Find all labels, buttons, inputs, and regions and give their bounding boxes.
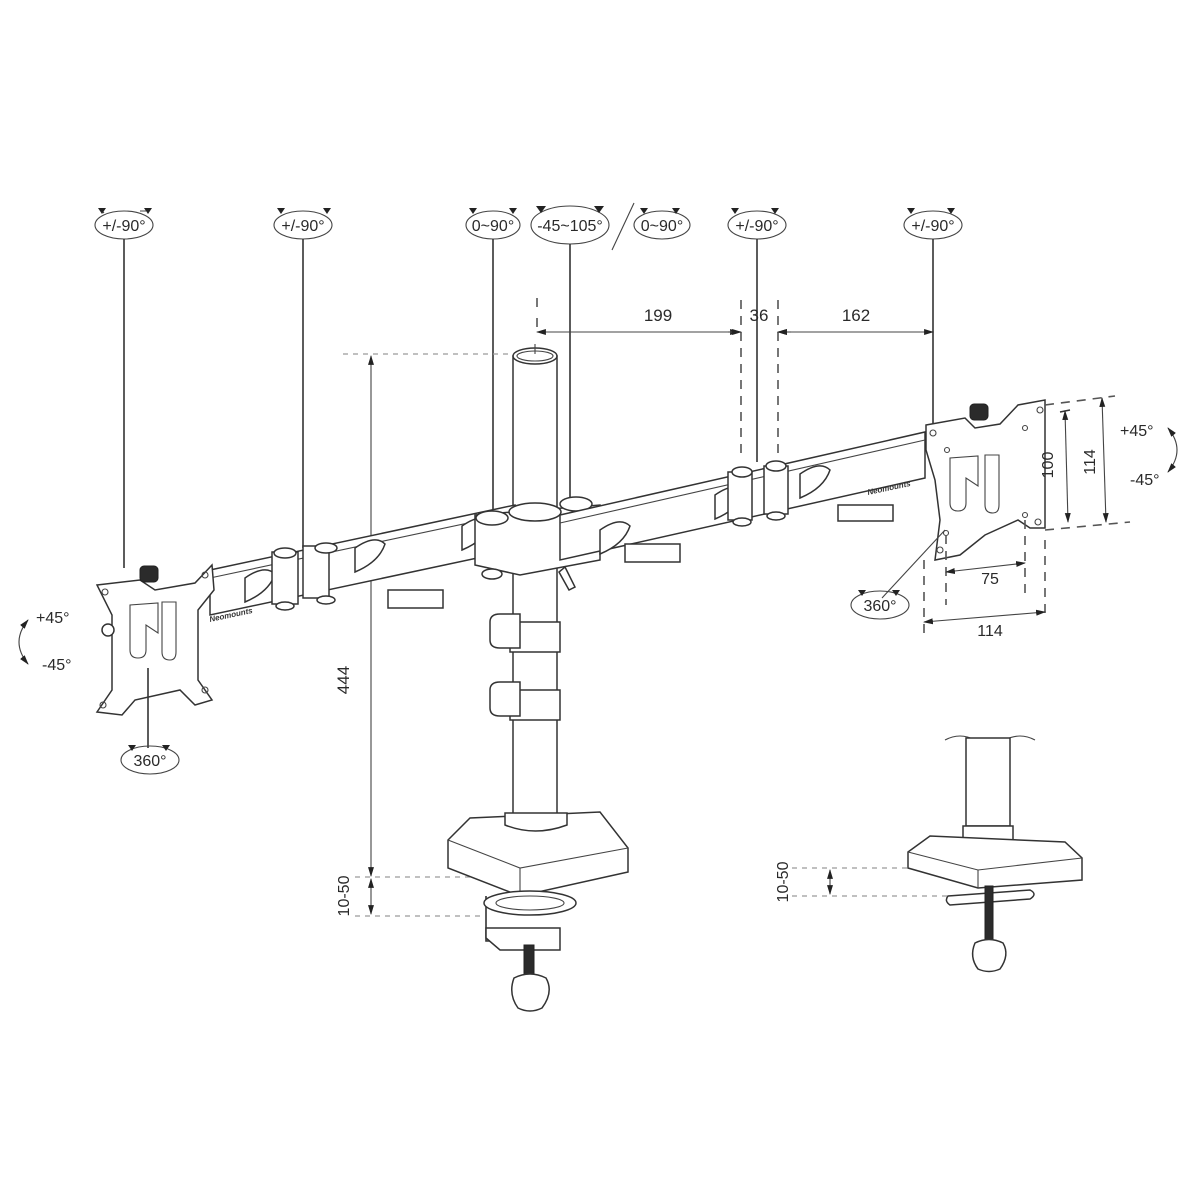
svg-text:-45°: -45° (42, 657, 72, 674)
arm-length-dimensions: 199 36 162 (536, 298, 934, 460)
tilt-indicator-right: +45° -45° (1120, 423, 1178, 489)
rotation-callout-right-arm: +/-90° (727, 208, 787, 462)
rotation-callout-right-vesa: +/-90° (903, 208, 963, 425)
svg-text:75: 75 (981, 571, 999, 588)
svg-text:+/-90°: +/-90° (281, 218, 324, 235)
grommet-mount-detail (907, 735, 1083, 973)
svg-text:36: 36 (750, 306, 769, 325)
svg-text:+/-90°: +/-90° (735, 218, 778, 235)
rotation-callout-left-360: 360° (120, 745, 180, 775)
svg-text:100: 100 (1040, 452, 1057, 479)
svg-text:360°: 360° (133, 753, 166, 770)
svg-text:+45°: +45° (1120, 423, 1154, 440)
clamp-range-dimension: 10-50 (336, 875, 482, 917)
svg-text:+45°: +45° (36, 610, 70, 627)
arm-left: Neomounts (209, 504, 516, 624)
clamp-range-detail-dimension: 10-50 (775, 861, 948, 902)
svg-text:10-50: 10-50 (336, 875, 353, 916)
arm-right: Neomounts (559, 431, 926, 563)
svg-text:+/-90°: +/-90° (911, 218, 954, 235)
pole-height-dimension: 444 (334, 353, 512, 877)
rotation-callout-center-arm-alt: 0~90° (633, 208, 691, 240)
svg-text:360°: 360° (863, 598, 896, 615)
rotation-callout-right-360: 360° (850, 590, 910, 620)
rotation-callout-center-arm: 0~90° (465, 208, 521, 510)
tilt-indicator-left: +45° -45° (18, 610, 72, 674)
svg-text:444: 444 (334, 666, 353, 694)
vesa-plate-left (95, 563, 215, 748)
svg-text:0~90°: 0~90° (641, 218, 683, 235)
svg-text:162: 162 (842, 306, 870, 325)
svg-text:0~90°: 0~90° (472, 218, 514, 235)
svg-text:-45~105°: -45~105° (537, 218, 603, 235)
svg-text:199: 199 (644, 306, 672, 325)
rotation-callout-left-arm: +/-90° (273, 208, 333, 548)
pole (489, 344, 561, 842)
svg-text:-45°: -45° (1130, 472, 1160, 489)
svg-text:10-50: 10-50 (775, 861, 792, 902)
desk-clamp-base (447, 811, 629, 1012)
rotation-callout-left-vesa: +/-90° (94, 208, 154, 568)
svg-text:+/-90°: +/-90° (102, 218, 145, 235)
svg-text:114: 114 (977, 623, 1003, 640)
rotation-callout-pole: -45~105° (530, 202, 635, 505)
svg-text:114: 114 (1082, 449, 1099, 475)
vesa-plate-right (881, 399, 1046, 599)
vesa-dimensions-right: 100 114 75 114 (923, 395, 1131, 640)
